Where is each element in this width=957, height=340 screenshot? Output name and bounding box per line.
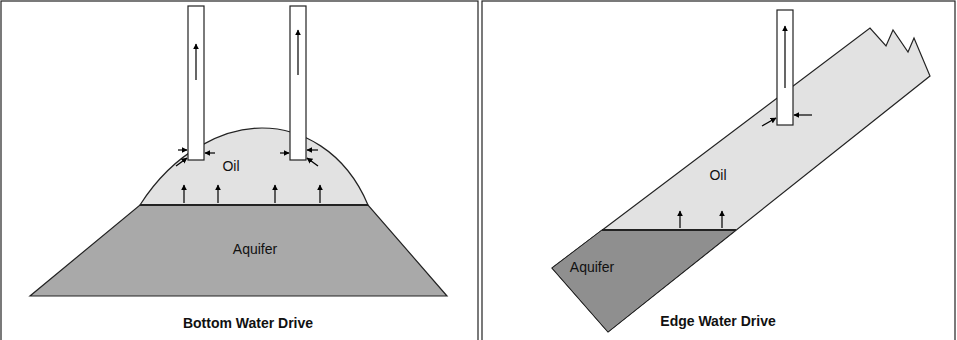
production-arrows	[176, 30, 318, 166]
panel-frame	[482, 1, 955, 340]
panel-caption: Edge Water Drive	[660, 314, 775, 329]
well-bore	[290, 6, 306, 160]
region-label: Oil	[709, 168, 726, 183]
panel-caption: Bottom Water Drive	[183, 316, 313, 331]
water-flow-arrows	[184, 185, 320, 203]
oil-dome	[140, 128, 368, 205]
well-bore	[777, 10, 793, 125]
region-label: Oil	[222, 159, 239, 174]
oil-water-contact	[140, 204, 368, 206]
aquifer-region	[30, 205, 447, 296]
region-label: Aquifer	[570, 260, 614, 275]
panel-frame	[1, 1, 478, 340]
production-arrows	[762, 26, 812, 126]
oil-bearing-layer	[552, 28, 930, 332]
region-label: Aquifer	[233, 242, 277, 257]
well-bore	[188, 6, 204, 160]
oil-water-contact	[602, 229, 736, 231]
water-flow-arrows	[680, 211, 722, 228]
